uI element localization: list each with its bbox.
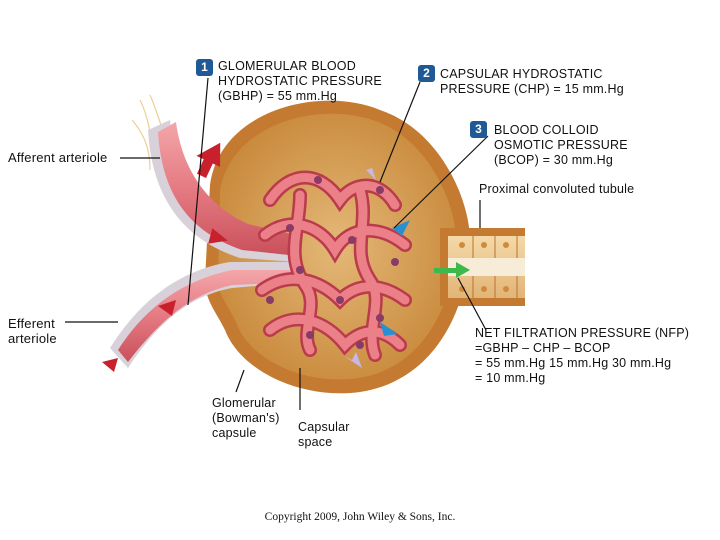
proximal-line-1: Proximal convoluted tubule — [479, 182, 634, 197]
afferent-arteriole-label: Afferent arteriole — [8, 150, 107, 165]
capsular-space-line-2: space — [298, 435, 350, 450]
gbhp-line-1: GLOMERULAR BLOOD — [218, 59, 382, 74]
chp-line-1: CAPSULAR HYDROSTATIC — [440, 67, 624, 82]
bowman-line-2: (Bowman's) — [212, 411, 280, 426]
gbhp-line-2: HYDROSTATIC PRESSURE — [218, 74, 382, 89]
label-3-badge: 3 — [470, 121, 487, 138]
bowman-capsule-label: Glomerular (Bowman's) capsule — [212, 396, 280, 441]
label-1-badge: 1 — [196, 59, 213, 76]
label-2-badge: 2 — [418, 65, 435, 82]
chp-label: CAPSULAR HYDROSTATIC PRESSURE (CHP) = 15… — [440, 67, 624, 97]
nfp-label: NET FILTRATION PRESSURE (NFP) =GBHP – CH… — [475, 326, 689, 386]
bowman-line-1: Glomerular — [212, 396, 280, 411]
proximal-tubule-label: Proximal convoluted tubule — [479, 182, 634, 197]
gbhp-label: GLOMERULAR BLOOD HYDROSTATIC PRESSURE (G… — [218, 59, 382, 104]
nfp-line-3: = 55 mm.Hg 15 mm.Hg 30 mm.Hg — [475, 356, 689, 371]
proximal-tubule-drawing — [440, 228, 525, 306]
capsular-space-line-1: Capsular — [298, 420, 350, 435]
bcop-line-1: BLOOD COLLOID — [494, 123, 628, 138]
nfp-line-1: NET FILTRATION PRESSURE (NFP) — [475, 326, 689, 341]
efferent-line-1: Efferent — [8, 316, 57, 331]
chp-line-2: PRESSURE (CHP) = 15 mm.Hg — [440, 82, 624, 97]
efferent-line-2: arteriole — [8, 331, 57, 346]
capsular-space-label: Capsular space — [298, 420, 350, 450]
nfp-line-2: =GBHP – CHP – BCOP — [475, 341, 689, 356]
gbhp-line-3: (GBHP) = 55 mm.Hg — [218, 89, 382, 104]
bowman-line-3: capsule — [212, 426, 280, 441]
bcop-label: BLOOD COLLOID OSMOTIC PRESSURE (BCOP) = … — [494, 123, 628, 168]
bcop-line-3: (BCOP) = 30 mm.Hg — [494, 153, 628, 168]
bcop-line-2: OSMOTIC PRESSURE — [494, 138, 628, 153]
efferent-arteriole-label: Efferent arteriole — [8, 316, 57, 346]
copyright-notice: Copyright 2009, John Wiley & Sons, Inc. — [0, 511, 720, 523]
afferent-line-1: Afferent arteriole — [8, 150, 107, 165]
nfp-line-4: = 10 mm.Hg — [475, 371, 689, 386]
